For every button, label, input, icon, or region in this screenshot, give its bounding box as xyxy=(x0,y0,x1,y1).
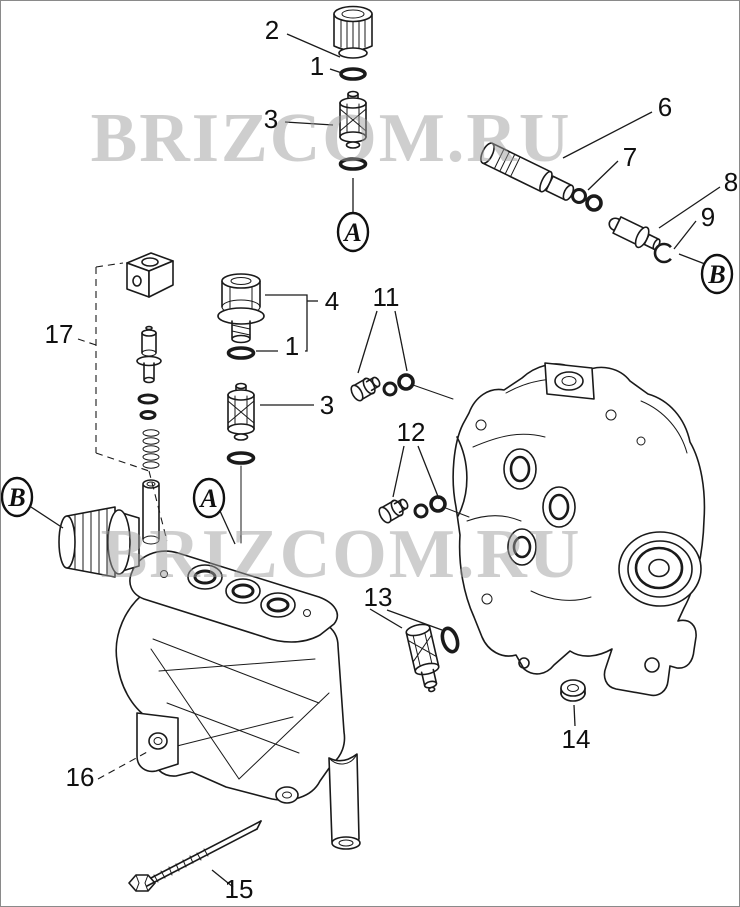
leader-mark-b2 xyxy=(30,506,64,529)
part-callout-15-16: 15 xyxy=(225,874,254,904)
part-oring-top xyxy=(339,67,367,81)
part-spring xyxy=(142,429,160,469)
part-group-17 xyxy=(95,252,174,542)
part-group-plug4 xyxy=(217,273,265,544)
leader-14 xyxy=(573,704,576,727)
part-oring-17b xyxy=(139,410,157,420)
leader-4-bracket xyxy=(265,294,308,352)
part-bracket-clip xyxy=(126,252,174,298)
assembly-mark-circle xyxy=(1,476,34,518)
part-callout-17-10: 17 xyxy=(45,319,74,349)
part-oring-13 xyxy=(440,626,460,654)
assembly-mark-A-3: A xyxy=(192,477,226,519)
part-nut-14 xyxy=(560,679,586,702)
assembly-mark-B-1: B xyxy=(700,253,734,295)
leader-3a xyxy=(284,121,334,126)
part-callout-14-14: 14 xyxy=(562,724,591,754)
leader-17 xyxy=(77,338,97,346)
part-nozzle-fitting xyxy=(608,216,661,251)
leader-mark-a2 xyxy=(219,510,236,545)
part-callout-6-3: 6 xyxy=(658,92,672,122)
watermark-text-1: BRIZCOM.RU xyxy=(91,100,572,177)
manifold-inlet-fitting xyxy=(58,506,140,578)
leader-8 xyxy=(658,186,721,229)
part-oring-4 xyxy=(226,346,256,360)
part-callout-1-1: 1 xyxy=(310,51,324,81)
part-callout-13-13: 13 xyxy=(364,582,393,612)
part-group-top-valve xyxy=(333,5,373,212)
housing-valve-ports xyxy=(503,448,576,566)
manifold-ribs xyxy=(150,638,330,780)
part-group-right-fittings xyxy=(480,142,672,264)
part-oring-11b xyxy=(397,373,415,391)
assembly-mark-circle xyxy=(700,253,734,295)
leader-13a xyxy=(369,608,403,629)
part-callout-11-8: 11 xyxy=(373,282,400,312)
leader-1a xyxy=(329,68,343,74)
assembly-mark-letter: B xyxy=(707,260,725,289)
assembly-mark-letter: B xyxy=(7,483,25,512)
part-hose-fitting xyxy=(480,142,575,201)
housing-main-bore xyxy=(618,531,702,607)
part-hex-plug xyxy=(217,273,265,344)
leader-7 xyxy=(587,160,619,191)
part-oring-7b xyxy=(585,194,603,212)
leader-2 xyxy=(286,33,341,58)
part-oring-7a xyxy=(571,188,587,204)
part-callout-1-9: 1 xyxy=(285,331,299,361)
part-pump-manifold xyxy=(58,479,361,850)
assembly-mark-circle xyxy=(192,477,226,519)
part-callout-4-7: 4 xyxy=(325,286,339,316)
part-oring-11a xyxy=(382,381,398,397)
assembly-mark-letter: A xyxy=(342,218,361,247)
part-callout-7-4: 7 xyxy=(623,142,637,172)
part-oring-17a xyxy=(137,393,159,405)
leader-16 xyxy=(97,750,150,780)
part-small-plug-11 xyxy=(350,376,381,402)
manifold-bottom-boss xyxy=(275,786,299,804)
part-valve-stem xyxy=(136,325,162,384)
manifold-foot xyxy=(136,712,179,773)
assembly-mark-B-2: B xyxy=(1,476,34,518)
manifold-outlet-tube xyxy=(328,753,361,850)
part-group-13 xyxy=(405,623,460,693)
watermark-text-2: BRIZCOM.RU xyxy=(101,516,582,593)
part-callout-8-5: 8 xyxy=(724,167,738,197)
leader-13b xyxy=(386,609,443,631)
leader-11a xyxy=(357,310,378,374)
leader-15 xyxy=(211,869,234,888)
part-callout-12-12: 12 xyxy=(397,417,426,447)
assembly-mark-A-0: A xyxy=(336,211,370,253)
part-valve-cartridge-13 xyxy=(405,623,440,693)
leader-lines xyxy=(30,33,721,888)
part-group-11 xyxy=(350,373,454,402)
assembly-mark-letter: A xyxy=(198,484,217,513)
part-bolt xyxy=(128,820,262,892)
assembly-mark-circle xyxy=(336,211,370,253)
manifold-top-plate xyxy=(129,550,339,643)
part-pump-housing xyxy=(452,362,706,697)
part-callout-16-15: 16 xyxy=(66,762,95,792)
part-oring-valve-top xyxy=(338,157,368,171)
part-callout-9-6: 9 xyxy=(701,202,715,232)
leader-12a xyxy=(392,445,405,498)
leader-11b xyxy=(394,310,408,372)
part-oring-12a xyxy=(413,503,429,519)
part-oring-4b xyxy=(226,451,256,465)
part-c-clip xyxy=(653,242,672,264)
part-callout-2-0: 2 xyxy=(265,15,279,45)
leader-12b xyxy=(417,445,440,500)
part-small-plug-12 xyxy=(378,498,409,524)
part-callout-3-2: 3 xyxy=(264,104,278,134)
part-valve-cartridge-top xyxy=(339,90,367,149)
leader-mark-b1 xyxy=(678,253,706,265)
leader-9 xyxy=(673,220,697,250)
part-oring-12b xyxy=(429,495,447,513)
leader-6 xyxy=(562,111,653,159)
part-valve-cartridge-mid xyxy=(227,382,255,441)
part-cap-plug xyxy=(333,5,373,59)
part-callout-3-11: 3 xyxy=(320,390,334,420)
manifold-bores xyxy=(160,564,311,618)
